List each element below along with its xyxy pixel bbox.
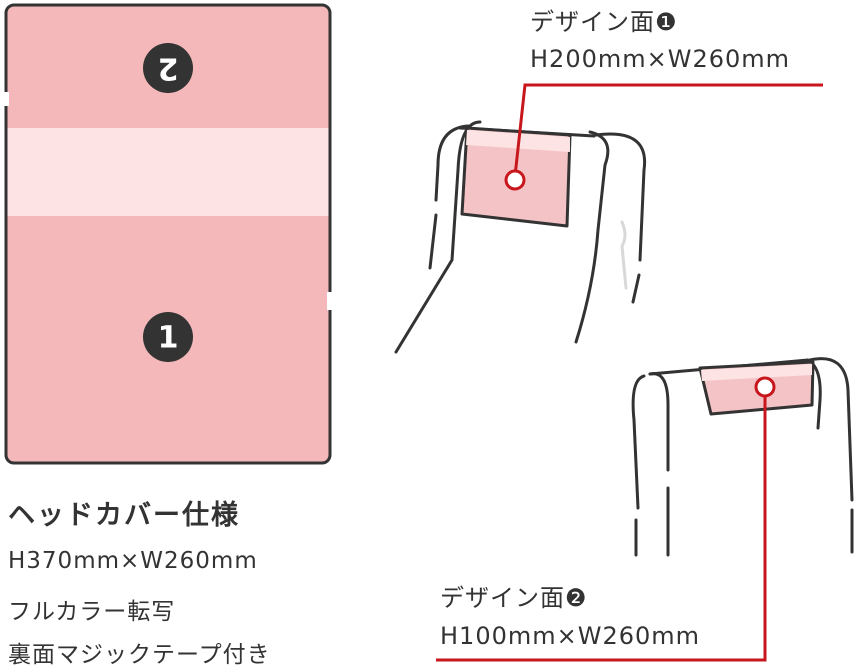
badge-1: 1 — [143, 312, 193, 362]
leader-line-2-path — [436, 392, 767, 662]
headrest-1-left-front — [394, 120, 482, 354]
spec-dimensions: H370mm×W260mm — [8, 548, 258, 574]
callout-1-title: デザイン面❶ — [530, 8, 678, 36]
headrest-2-right-outer — [808, 357, 854, 502]
design-face-2-highlight — [701, 364, 812, 381]
badge-1-label: 1 — [158, 321, 179, 356]
badge-2-label: 2 — [158, 51, 179, 86]
callout-2-title: デザイン面❷ — [440, 584, 588, 612]
headrest-1-right-back-lower — [631, 273, 641, 304]
headrest-1-left-back-lower — [428, 213, 438, 270]
spec-title: ヘッドカバー仕様 — [8, 500, 240, 531]
headrest-2-top-right-inner — [648, 358, 822, 430]
leader-line-2 — [436, 376, 776, 662]
leader-dot-2 — [754, 376, 776, 398]
cover-panel-band — [7, 128, 329, 216]
leader-line-1-path — [513, 83, 823, 177]
headrest-1-shadow — [620, 220, 628, 290]
spec-backing: 裏面マジックテープ付き — [8, 642, 271, 668]
cover-panel-body — [4, 3, 332, 465]
outline-gap-right — [327, 292, 333, 310]
callout-1-size: H200mm×W260mm — [530, 45, 791, 73]
badge-1-circle — [143, 312, 193, 362]
leader-dot-1 — [504, 169, 526, 191]
spec-print-method: フルカラー転写 — [8, 599, 176, 625]
callout-2-size: H100mm×W260mm — [440, 622, 701, 650]
headrest-1-right-back — [594, 132, 647, 262]
headrest-2 — [631, 357, 854, 557]
headrest-1-left-back — [434, 124, 470, 202]
outline-gap-left — [3, 92, 9, 106]
cover-panel: 2 1 — [3, 3, 333, 465]
headrest-2-left-outer — [631, 374, 646, 510]
headrest-1-right-front — [574, 130, 610, 344]
badge-2-circle — [143, 43, 193, 93]
headrest-2-left-inner — [648, 372, 670, 472]
badge-2: 2 — [143, 43, 193, 93]
leader-line-1 — [504, 83, 823, 191]
